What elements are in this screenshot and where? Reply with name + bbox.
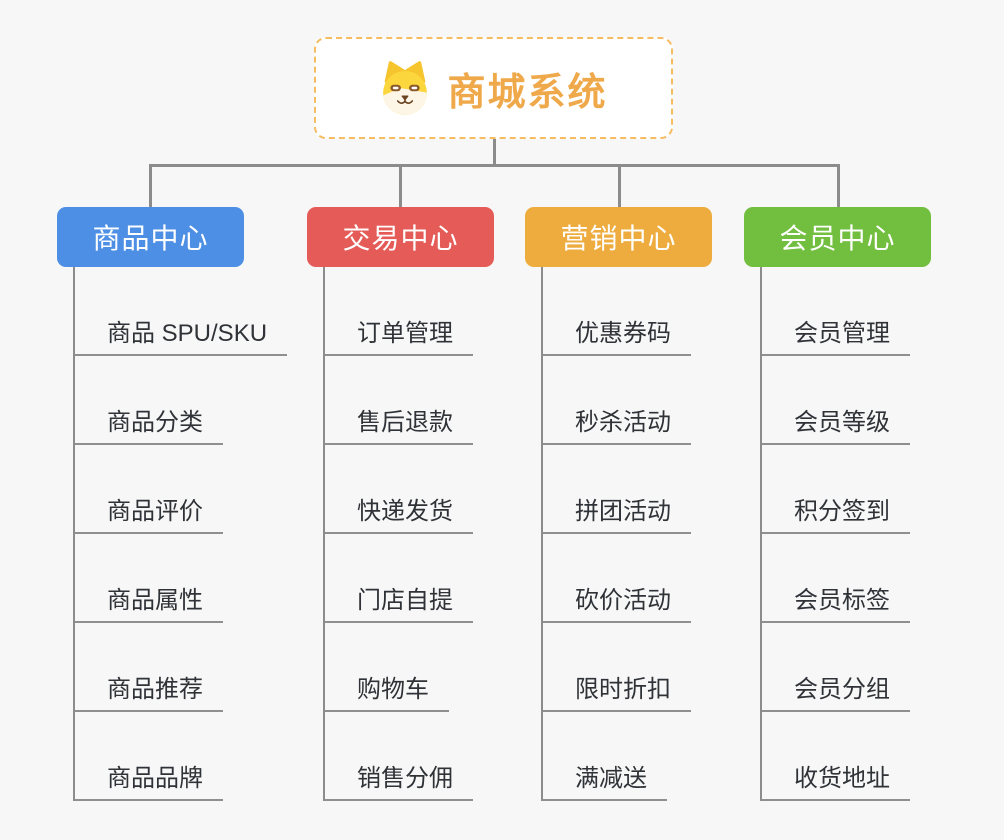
topic-item[interactable]: 商品属性 [73, 534, 287, 623]
topic-item[interactable]: 商品分类 [73, 356, 287, 445]
topic-item[interactable]: 会员管理 [760, 267, 910, 356]
branch-items-marketing: 优惠券码 秒杀活动 拼团活动 砍价活动 限时折扣 满减送 [541, 267, 691, 801]
branch-label: 会员中心 [779, 223, 896, 254]
branch-items-trade: 订单管理 售后退款 快递发货 门店自提 购物车 销售分佣 [323, 267, 473, 801]
connector-drop-members [837, 164, 840, 210]
topic-item[interactable]: 会员标签 [760, 534, 910, 623]
topic-item[interactable]: 快递发货 [323, 445, 473, 534]
branch-label: 营销中心 [560, 223, 677, 254]
topic-item[interactable]: 拼团活动 [541, 445, 691, 534]
topic-item[interactable]: 砍价活动 [541, 534, 691, 623]
topic-item[interactable]: 秒杀活动 [541, 356, 691, 445]
connector-drop-marketing [618, 164, 621, 210]
topic-item[interactable]: 限时折扣 [541, 623, 691, 712]
branch-node-marketing[interactable]: 营销中心 [525, 207, 712, 267]
branch-items-products: 商品 SPU/SKU 商品分类 商品评价 商品属性 商品推荐 商品品牌 [73, 267, 288, 801]
branch-label: 交易中心 [342, 223, 459, 254]
topic-item[interactable]: 商品品牌 [73, 712, 287, 801]
connector-drop-products [149, 164, 152, 210]
branch-node-trade[interactable]: 交易中心 [307, 207, 494, 267]
root-topic-title: 商城系统 [447, 71, 608, 114]
topic-item[interactable]: 优惠券码 [541, 267, 691, 356]
dog-face-icon [383, 61, 428, 115]
branch-items-members: 会员管理 会员等级 积分签到 会员标签 会员分组 收货地址 [760, 267, 910, 801]
branch-node-members[interactable]: 会员中心 [744, 207, 931, 267]
connector-horizontal-bar [149, 164, 839, 167]
connector-root-stub [493, 138, 496, 166]
branch-label: 商品中心 [92, 223, 209, 254]
topic-item[interactable]: 商品评价 [73, 445, 287, 534]
topic-item[interactable]: 会员分组 [760, 623, 910, 712]
topic-item[interactable]: 积分签到 [760, 445, 910, 534]
topic-item[interactable]: 商品推荐 [73, 623, 287, 712]
topic-item[interactable]: 满减送 [541, 712, 691, 801]
topic-item[interactable]: 收货地址 [760, 712, 910, 801]
branch-node-products[interactable]: 商品中心 [57, 207, 244, 267]
topic-item[interactable]: 会员等级 [760, 356, 910, 445]
topic-item[interactable]: 购物车 [323, 623, 473, 712]
root-topic-node[interactable]: 商城系统 [314, 37, 673, 139]
topic-item[interactable]: 订单管理 [323, 267, 473, 356]
topic-item[interactable]: 商品 SPU/SKU [73, 267, 288, 356]
connector-drop-trade [399, 164, 402, 210]
topic-item[interactable]: 销售分佣 [323, 712, 473, 801]
topic-item[interactable]: 门店自提 [323, 534, 473, 623]
topic-item[interactable]: 售后退款 [323, 356, 473, 445]
